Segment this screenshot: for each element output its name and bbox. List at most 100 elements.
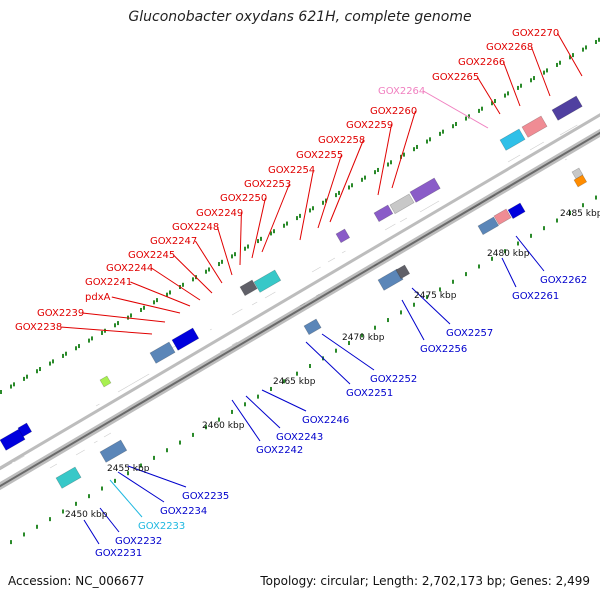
gene-feature <box>409 177 441 203</box>
tick-dot <box>582 203 584 208</box>
leader-line <box>245 395 281 429</box>
tick-dot <box>247 244 249 249</box>
tick-dot <box>218 417 220 422</box>
gene-feature <box>389 193 415 215</box>
tick-dot <box>10 540 12 545</box>
leader-line <box>239 212 242 266</box>
gene-arrow <box>93 440 98 444</box>
tick-dot <box>117 321 119 326</box>
tick-dot <box>49 517 51 522</box>
gene-label-gox2242: GOX2242 <box>256 445 303 456</box>
leader-line <box>502 61 521 107</box>
tick-dot <box>530 233 532 238</box>
tick-dot <box>231 254 233 259</box>
tick-dot <box>585 45 587 50</box>
tick-dot <box>413 147 415 152</box>
gene-label-gox2244: GOX2244 <box>106 263 153 274</box>
gene-arrow <box>419 200 440 213</box>
tick-dot <box>169 290 171 295</box>
tick-dot <box>260 236 262 241</box>
tick-dot <box>244 402 246 407</box>
gene-label-gox2241: GOX2241 <box>85 277 132 288</box>
tick-dot <box>494 99 496 104</box>
gene-label-gox2254: GOX2254 <box>268 165 315 176</box>
leader-line <box>401 299 425 341</box>
gene-label-gox2231: GOX2231 <box>95 548 142 559</box>
gene-feature <box>551 95 583 121</box>
tick-dot <box>556 218 558 223</box>
gene-label-gox2245: GOX2245 <box>128 250 175 261</box>
tick-dot <box>26 374 28 379</box>
ruler-tick-label: 2460 kbp <box>202 421 245 431</box>
gene-label-gox2250: GOX2250 <box>220 193 267 204</box>
tick-dot <box>140 307 142 312</box>
gene-arrow <box>529 141 545 151</box>
tick-dot <box>374 325 376 330</box>
tick-dot <box>62 353 64 358</box>
leader-line <box>251 197 266 259</box>
tick-dot <box>517 85 519 90</box>
gene-arrow <box>399 217 408 223</box>
leader-line <box>515 235 545 272</box>
tick-dot <box>296 371 298 376</box>
gene-label-gox2251: GOX2251 <box>346 388 393 399</box>
tick-dot <box>166 292 168 297</box>
gene-label-gox2249: GOX2249 <box>196 208 243 219</box>
tick-dot <box>322 200 324 205</box>
tick-dot <box>426 295 428 300</box>
gene-feature <box>171 327 200 351</box>
tick-dot <box>101 486 103 491</box>
tick-dot <box>478 108 480 113</box>
tick-dot <box>52 359 54 364</box>
tick-dot <box>166 448 168 453</box>
leader-line <box>321 333 375 371</box>
tick-dot <box>299 213 301 218</box>
leader-line <box>130 281 191 307</box>
leader-line <box>501 257 517 288</box>
gene-label-gox2248: GOX2248 <box>172 222 219 233</box>
gene-label-gox2252: GOX2252 <box>370 374 417 385</box>
tick-dot <box>569 210 571 215</box>
tick-dot <box>465 272 467 277</box>
gene-arrow <box>564 158 567 161</box>
tick-dot <box>569 55 571 60</box>
tick-dot <box>387 318 389 323</box>
tick-dot <box>543 226 545 231</box>
tick-dot <box>465 116 467 121</box>
tick-dot <box>309 363 311 368</box>
tick-dot <box>140 463 142 468</box>
ruler-tick-label: 2450 kbp <box>65 510 108 520</box>
tick-dot <box>595 39 597 44</box>
gene-arrow <box>299 302 306 307</box>
tick-dot <box>283 223 285 228</box>
leader-line <box>423 90 489 129</box>
genome-summary-text: Topology: circular; Length: 2,702,173 bp… <box>260 574 590 588</box>
leader-line <box>476 76 501 115</box>
tick-dot <box>257 394 259 399</box>
tick-dot <box>491 101 493 106</box>
leader-line <box>194 240 223 284</box>
tick-dot <box>452 279 454 284</box>
gene-arrow <box>209 328 212 331</box>
gene-label-gox2253: GOX2253 <box>244 179 291 190</box>
tick-dot <box>582 47 584 52</box>
tick-dot <box>559 60 561 65</box>
tick-dot <box>572 53 574 58</box>
tick-dot <box>182 282 184 287</box>
tick-dot <box>234 252 236 257</box>
tick-dot <box>143 305 145 310</box>
tick-dot <box>390 160 392 165</box>
gene-feature <box>239 279 258 297</box>
gene-label-gox2264: GOX2264 <box>378 86 425 97</box>
leader-line <box>127 465 187 488</box>
tick-dot <box>429 137 431 142</box>
tick-dot <box>75 346 77 351</box>
tick-dot <box>192 277 194 282</box>
gene-label-gox2235: GOX2235 <box>182 491 229 502</box>
tick-dot <box>598 37 600 42</box>
tick-dot <box>23 532 25 537</box>
tick-dot <box>208 267 210 272</box>
ruler-tick-label: 2475 kbp <box>414 291 457 301</box>
tick-dot <box>504 93 506 98</box>
